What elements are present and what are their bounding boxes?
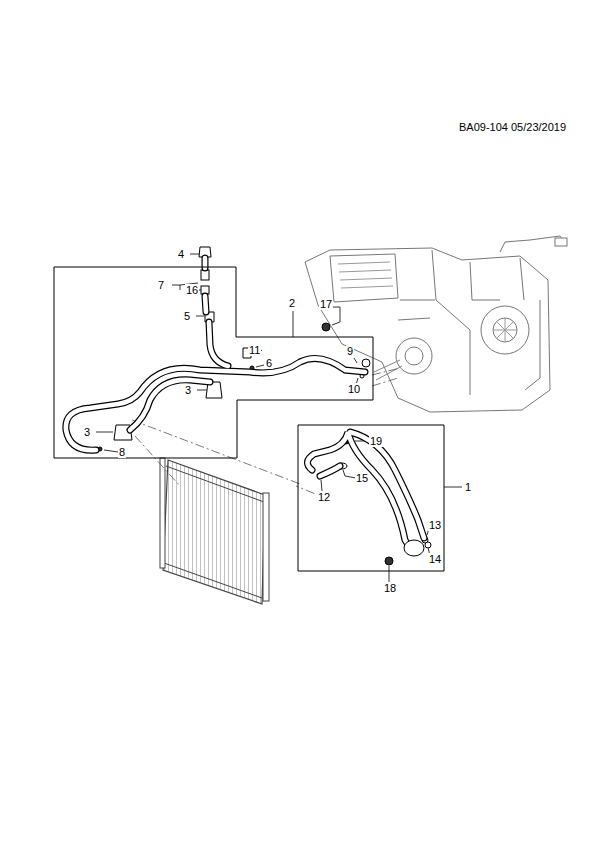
callout-number: 3: [184, 384, 192, 396]
hose-outline: [66, 358, 365, 450]
callout-number: 4: [177, 248, 185, 260]
callout-number: 10: [347, 383, 361, 395]
hose-outline: [205, 258, 228, 366]
hose-outline: [350, 432, 424, 538]
parts-group-frame: 2: [54, 267, 373, 458]
callout-number: 17: [319, 298, 333, 310]
hose-body: [307, 432, 410, 548]
hose-body: [205, 258, 228, 366]
hose-block: [404, 540, 424, 556]
callout-number: 19: [369, 435, 383, 447]
condenser: [150, 440, 280, 620]
callout-number: 1: [464, 481, 472, 493]
hose-body: [130, 380, 210, 430]
hose-outline: [320, 466, 340, 476]
callout-number: 7: [157, 279, 165, 291]
hose-body: [66, 358, 365, 450]
frame-border: [54, 267, 373, 458]
hvac-module: [305, 236, 567, 412]
callout-number: 2: [288, 297, 296, 309]
callout-number: 8: [118, 446, 126, 458]
callout-number: 6: [265, 357, 273, 369]
refrigerant-hose: [66, 258, 424, 556]
callout-number: 15: [355, 472, 369, 484]
callout-number: 13: [428, 519, 442, 531]
callout-number: 11: [248, 344, 261, 356]
hose-outline: [307, 432, 410, 548]
fitting: [98, 247, 431, 565]
hose-body: [320, 466, 340, 476]
callout-number: 5: [183, 310, 191, 322]
callout-number: 14: [428, 553, 442, 565]
callout-number: 16: [185, 284, 199, 296]
leader-line: [96, 254, 462, 582]
hose-body: [350, 432, 424, 538]
callout-number: 18: [383, 582, 397, 594]
frame-outline: [54, 267, 373, 458]
callout-number: 3: [83, 426, 91, 438]
drawing-id: BA09-104 05/23/2019: [458, 121, 567, 133]
frame-border: [298, 425, 444, 571]
callout-number: 9: [346, 345, 354, 357]
callout-number: 12: [317, 491, 331, 503]
